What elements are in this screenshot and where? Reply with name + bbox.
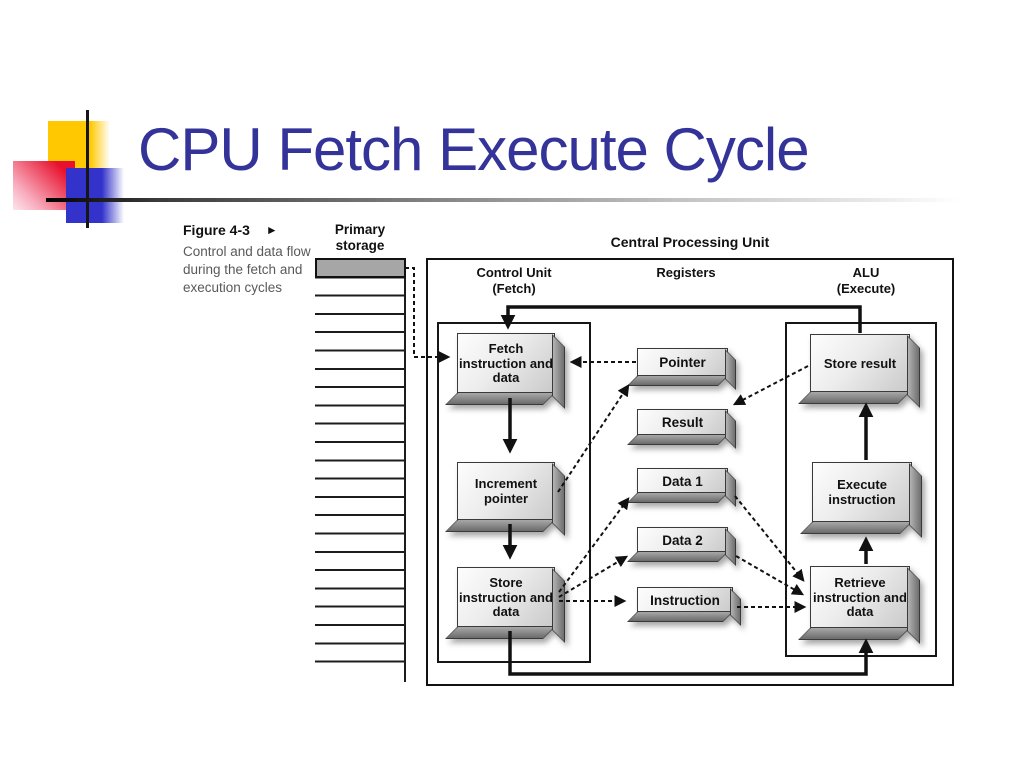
box-retrieve-instruction-and-data: Retrieve instruction and data [810,566,910,630]
figure-pointer-icon: ► [265,223,278,237]
box-pointer: Pointer [637,348,728,378]
figure-caption: Control and data flow during the fetch a… [183,244,311,296]
page-title: CPU Fetch Execute Cycle [138,116,810,183]
registers-header-line1: Registers [656,265,716,280]
cpu-title: Central Processing Unit [610,234,770,250]
box-instruction: Instruction [637,587,733,614]
decor-horizontal-rule [46,198,960,202]
box-increment-pointer: Increment pointer [457,462,555,522]
figure-label: Figure 4-3 ► [183,222,278,238]
box-result: Result [637,409,728,437]
decor-blue-square [66,168,124,223]
primary-storage-active-cell [315,258,406,278]
primary-storage-spine [404,258,406,682]
box-fetch-instruction-and-data: Fetch instruction and data [457,333,555,395]
figure-number: Figure 4-3 [183,222,250,238]
registers-header: Registers [610,265,762,281]
decor-vertical-line [86,110,89,228]
primary-storage-rows [315,258,405,664]
primary-storage-label: Primary storage [334,222,386,253]
control-unit-header-line1: Control Unit [476,265,552,280]
box-data-1: Data 1 [637,468,728,495]
box-execute-instruction: Execute instruction [812,462,912,524]
cpu-outline [426,258,954,686]
box-store-result: Store result [810,334,910,394]
control-unit-header-line2: (Fetch) [492,280,536,296]
control-unit-header: Control Unit (Fetch) [437,265,591,296]
box-store-instruction-and-data: Store instruction and data [457,567,555,629]
box-data-2: Data 2 [637,527,728,554]
alu-header-line2: (Execute) [836,280,896,296]
alu-header: ALU (Execute) [790,265,942,296]
alu-header-line1: ALU [852,265,880,280]
